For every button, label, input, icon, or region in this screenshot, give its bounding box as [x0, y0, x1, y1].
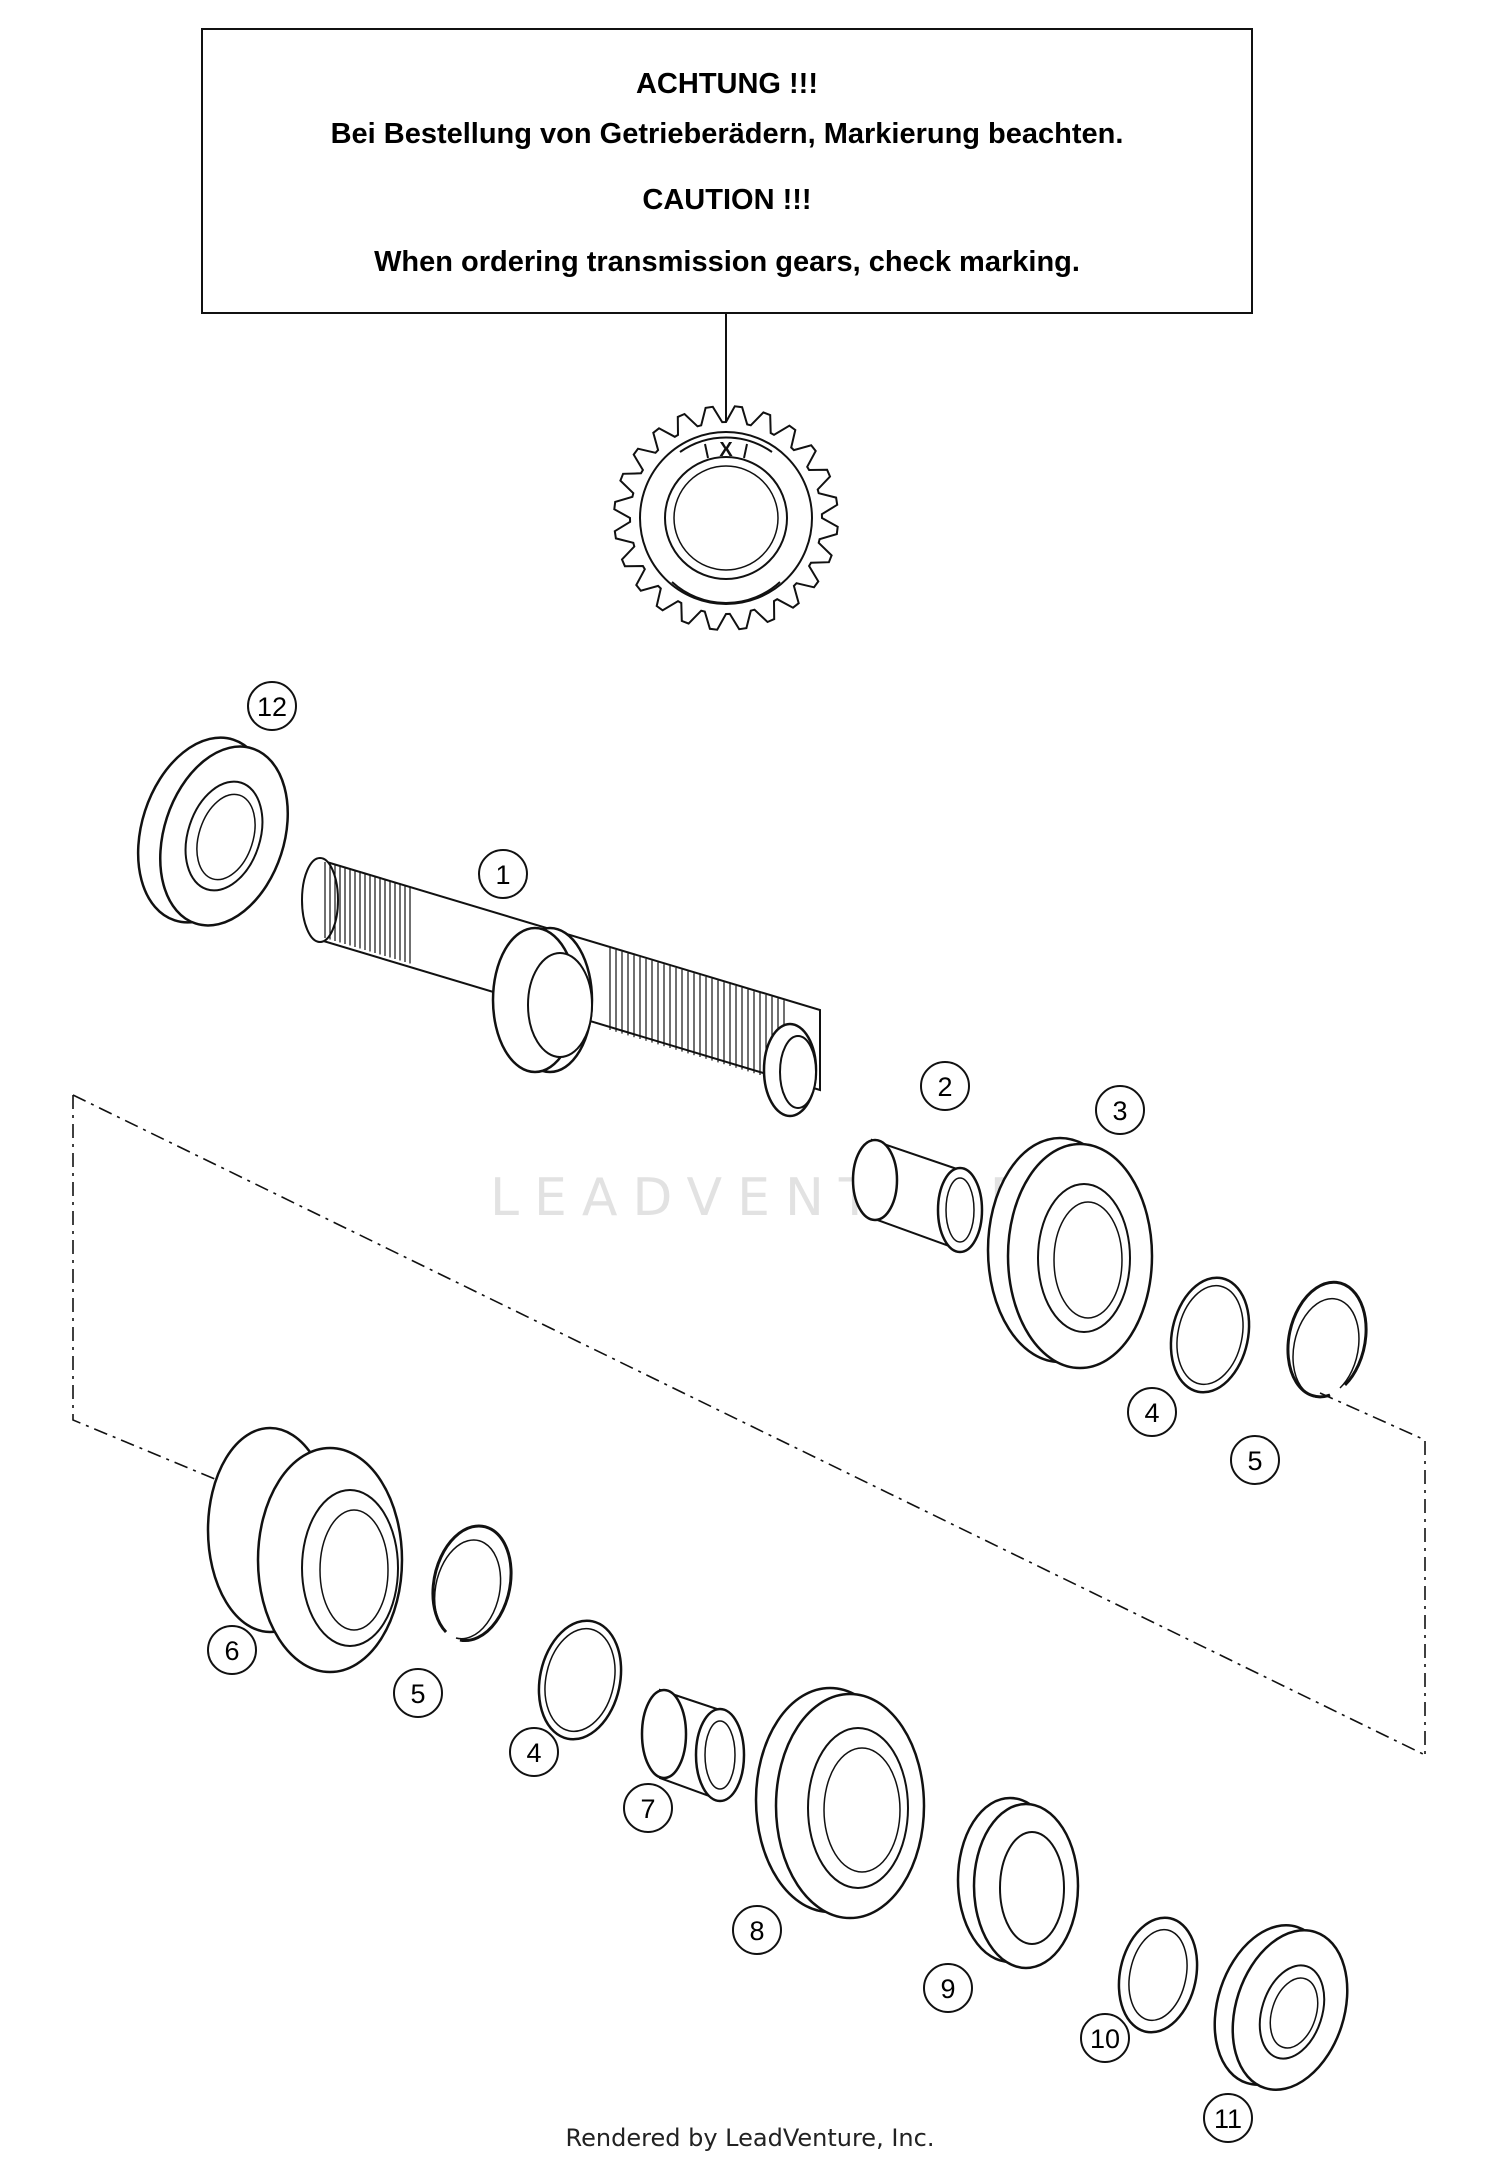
render-credit: Rendered by LeadVenture, Inc.: [565, 2124, 935, 2152]
svg-text:11: 11: [1214, 2104, 1242, 2134]
gear-8: [754, 1686, 926, 1920]
svg-text:9: 9: [940, 1974, 955, 2004]
callout-3: 3: [1095, 1085, 1145, 1135]
notice-text-english: When ordering transmission gears, check …: [374, 246, 1080, 278]
callout-1: 1: [478, 849, 528, 899]
svg-text:3: 3: [1112, 1096, 1127, 1126]
bushing-2: [851, 1138, 984, 1254]
svg-text:1: 1: [495, 860, 510, 890]
svg-text:5: 5: [1247, 1446, 1262, 1476]
notice-heading-english: CAUTION !!!: [642, 184, 812, 216]
callout-7: 7: [623, 1783, 673, 1833]
assembly-guide-lines: [72, 1094, 1426, 1756]
callout-5b: 5: [393, 1668, 443, 1718]
notice-heading-german: ACHTUNG !!!: [635, 68, 818, 100]
circlip-5a: [1286, 1280, 1368, 1399]
callout-5a: 5: [1230, 1435, 1280, 1485]
notice-text-german: Bei Bestellung von Getrieberädern, Marki…: [330, 118, 1124, 150]
svg-text:4: 4: [526, 1738, 541, 1768]
callout-12: 12: [247, 681, 297, 731]
svg-text:6: 6: [224, 1636, 239, 1666]
gear-9: [956, 1796, 1080, 1970]
gear-3: [986, 1136, 1154, 1370]
callout-9: 9: [923, 1963, 973, 2013]
svg-text:7: 7: [640, 1794, 655, 1824]
marking-gear-illustration: X: [613, 405, 839, 631]
svg-text:8: 8: [749, 1916, 764, 1946]
svg-text:2: 2: [937, 1072, 952, 1102]
callout-11: 11: [1203, 2093, 1253, 2143]
transmission-shaft-1: [301, 857, 821, 1118]
circlip-5b: [431, 1524, 513, 1643]
callout-2: 2: [920, 1061, 970, 1111]
bearing-12: [136, 736, 290, 927]
thrust-washer-4b: [537, 1619, 623, 1741]
double-gear-6: [206, 1426, 404, 1674]
callout-4a: 4: [1127, 1387, 1177, 1437]
marking-x-symbol: X: [719, 439, 733, 461]
thrust-washer-10: [1117, 1916, 1199, 2034]
callout-6: 6: [207, 1625, 257, 1675]
svg-text:10: 10: [1090, 2024, 1120, 2054]
caution-notice-box: ACHTUNG !!! Bei Bestellung von Getrieber…: [201, 28, 1253, 314]
bearing-11: [1213, 1923, 1349, 2092]
svg-text:5: 5: [410, 1679, 425, 1709]
thrust-washer-4a: [1169, 1276, 1251, 1394]
callout-4b: 4: [509, 1727, 559, 1777]
svg-text:12: 12: [257, 692, 287, 722]
callout-8: 8: [732, 1905, 782, 1955]
svg-text:4: 4: [1144, 1398, 1159, 1428]
bushing-7: [640, 1688, 746, 1803]
callout-10: 10: [1080, 2013, 1130, 2063]
